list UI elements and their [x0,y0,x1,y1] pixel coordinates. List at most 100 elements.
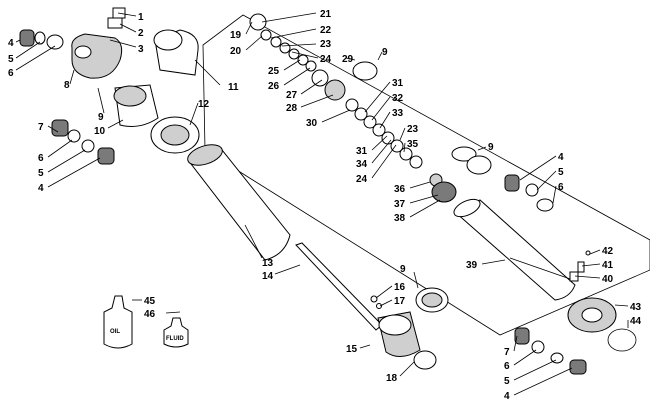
callout-4c: 4 [558,152,564,163]
callout-37: 37 [394,199,406,210]
oil-bottle-label: OIL [110,329,120,335]
bearing-38-part [431,181,457,203]
washer-e-part [305,60,317,72]
nut-4-part [97,147,115,165]
washer-6-part [67,129,81,143]
shaft-14-part [295,242,383,331]
washer-part [34,31,46,45]
callout-15: 15 [346,344,358,355]
washer-33-part [372,123,386,137]
callout-29: 29 [342,54,354,65]
washer-stack-group [249,13,457,203]
seal-9c-part [451,146,477,162]
callout-20: 20 [230,46,242,57]
callout-14: 14 [262,271,274,282]
callout-40: 40 [602,274,614,285]
body-tube-part [187,149,291,261]
callout-7b: 7 [504,347,510,358]
callout-34: 34 [356,159,368,170]
callout-6d: 6 [504,361,510,372]
nut-18-part [413,350,437,370]
oil-bottle-body [103,295,133,349]
piston-15-group [370,287,449,370]
callout-38: 38 [394,213,406,224]
callout-9b: 9 [382,47,388,58]
spring-seat-43-hole-part [581,307,603,323]
callout-23b: 23 [407,124,419,135]
callout-39: 39 [466,260,478,271]
oil-bottle: OIL [103,295,133,349]
washer-6c-part [536,198,554,212]
callout-28: 28 [286,103,298,114]
valve-stem-part [107,17,123,29]
callout-7: 7 [38,122,44,133]
reservoir-cap-group [19,7,126,79]
callout-24: 24 [320,54,332,65]
washer-c-part [288,48,300,60]
washer-37-part [409,155,423,169]
callout-4: 4 [8,38,14,49]
callout-9d: 9 [400,264,406,275]
callout-17: 17 [394,296,406,307]
callout-22: 22 [320,25,332,36]
callout-32: 32 [392,93,404,104]
callout-labels: 1 2 3 4 5 6 8 9 10 11 12 7 6 5 4 19 20 2… [8,9,642,402]
reservoir-line-part [509,257,577,282]
callout-11: 11 [228,82,239,93]
callout-4b: 4 [38,183,44,194]
valve-41-part [577,261,585,273]
piston-28-part [324,79,346,101]
callout-2: 2 [138,28,144,39]
bushing-7-part [51,119,69,137]
callout-31b: 31 [356,146,368,157]
fluid-bottle-body [163,317,189,348]
nut-4c-part [504,174,520,192]
fluid-bottle-label: FLUID [166,336,184,342]
left-hardware-group [51,119,115,165]
callout-18: 18 [386,373,398,384]
washer-5-part [81,139,95,153]
callout-6b: 6 [38,153,44,164]
seal-9-hole-part [421,292,443,308]
seal-29-part [352,61,378,81]
callout-31: 31 [392,78,404,89]
callout-5: 5 [8,54,14,65]
callout-21: 21 [320,9,332,20]
bushing-part [46,34,64,50]
fluid-bottle: FLUID [163,317,189,348]
assembly-boundary [202,14,650,336]
washer-31-part [354,107,368,121]
callout-8: 8 [64,80,70,91]
callout-13: 13 [262,258,274,269]
cap-port-part [74,45,92,59]
ring-17-part [376,303,382,309]
washer-6d-part [531,340,545,354]
washer-5d-part [550,352,564,364]
nut-part [19,29,35,47]
callout-9: 9 [98,112,104,123]
seal-9d-part [466,155,492,175]
callout-24b: 24 [356,174,368,185]
reservoir-tube-part [454,199,576,301]
reservoir-tube-end-part [453,198,481,218]
washer-d-part [297,54,309,66]
body-tube-end-part [187,144,223,166]
callout-27: 27 [286,90,298,101]
callout-25: 25 [268,66,280,77]
callout-26: 26 [268,81,280,92]
washer-20-part [260,29,272,41]
callout-44: 44 [630,316,642,327]
bushing-10-end-part [113,85,147,107]
sleeve-group [113,29,199,127]
callout-16: 16 [394,282,406,293]
retainer-ring-12-hole-part [160,124,190,146]
callout-12: 12 [198,99,210,110]
callout-5b: 5 [38,168,44,179]
callout-19: 19 [230,30,242,41]
callout-9c: 9 [488,142,494,153]
callout-33: 33 [392,108,404,119]
nut-4d-part [569,359,587,375]
callout-35: 35 [407,139,419,150]
washer-5c-part [525,183,539,197]
